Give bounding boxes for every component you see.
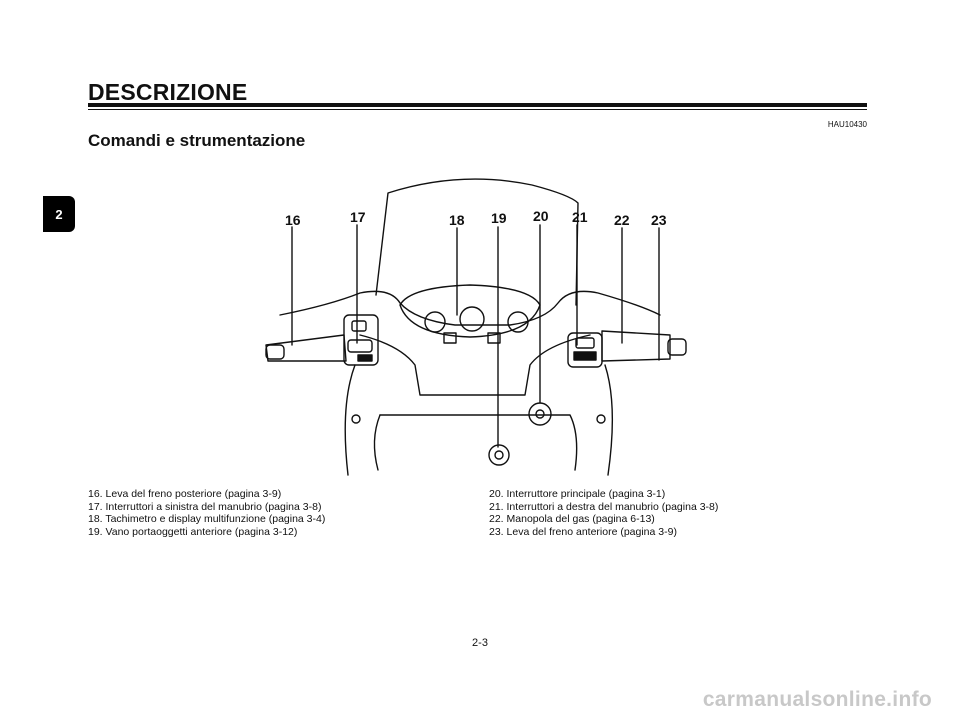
handlebar-illustration: 16 17 18 19 20 21 22 23: [265, 178, 687, 476]
section-title: DESCRIZIONE: [88, 79, 248, 105]
callout-22: 22: [614, 212, 630, 228]
callout-18: 18: [449, 212, 465, 228]
caption-item: 21. Interruttori a destra del manubrio (…: [489, 500, 719, 513]
callout-23: 23: [651, 212, 667, 228]
callout-19: 19: [491, 210, 507, 226]
caption-list-right: 20. Interruttore principale (pagina 3-1)…: [489, 488, 718, 538]
caption-item: 20. Interruttore principale (pagina 3-1): [489, 488, 666, 500]
header-rule-thick: [88, 103, 867, 107]
caption-item: 22. Manopola del gas (pagina 6-13): [489, 513, 655, 525]
callout-20: 20: [533, 208, 549, 224]
document-code: HAU10430: [827, 120, 867, 129]
callout-16: 16: [285, 212, 301, 228]
header-rule-thin: [88, 109, 867, 110]
handlebar-cover: [279, 290, 661, 326]
right-grip: [601, 330, 671, 362]
main-switch: [528, 402, 552, 426]
caption-item: 18. Tachimetro e display multifunzione (…: [88, 513, 326, 525]
storage-knob: [488, 444, 510, 466]
instrument-panel: [399, 284, 541, 338]
windscreen: [375, 178, 579, 306]
callout-21: 21: [572, 209, 588, 225]
callout-17: 17: [350, 209, 366, 225]
caption-item: 19. Vano portaoggetti anteriore (pagina …: [88, 525, 298, 538]
chapter-tab: 2: [43, 196, 75, 232]
caption-item: 16. Leva del freno posteriore (pagina 3-…: [88, 488, 282, 500]
watermark: carmanualsonline.info: [702, 688, 932, 711]
page-subtitle: Comandi e strumentazione: [88, 131, 306, 150]
left-grip: [265, 334, 347, 362]
caption-item: 17. Interruttori a sinistra del manubrio…: [88, 500, 322, 513]
caption-list-left: 16. Leva del freno posteriore (pagina 3-…: [88, 488, 325, 538]
caption-item: 23. Leva del freno anteriore (pagina 3-9…: [489, 525, 677, 538]
page-number: 2-3: [472, 637, 488, 649]
